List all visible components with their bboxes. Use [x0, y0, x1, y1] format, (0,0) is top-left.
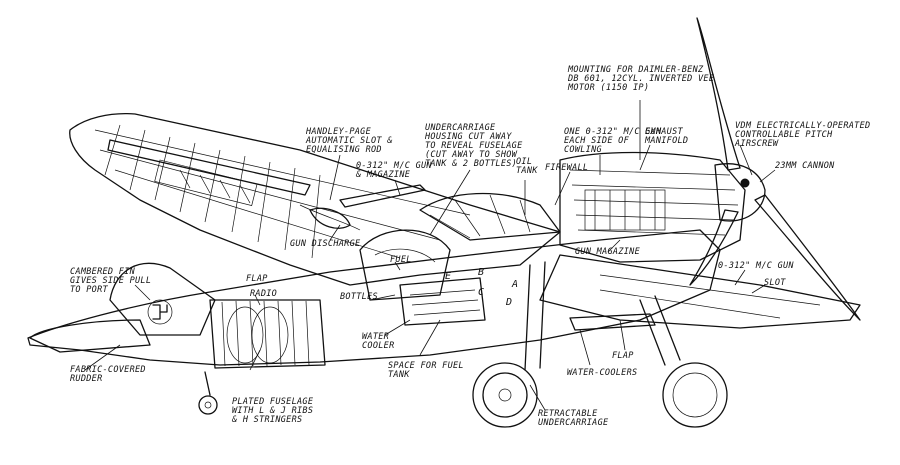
label-gun-magazine: GUN MAGAZINE	[575, 248, 640, 257]
label-water-coolers: WATER-COOLERS	[567, 369, 637, 378]
label-letter-a: A	[512, 279, 519, 290]
label-line: & H STRINGERS	[232, 415, 303, 425]
label-fuselage: PLATED FUSELAGE WITH L & J RIBS & H STRI…	[232, 398, 313, 425]
label-line: GUN DISCHARGE	[290, 239, 361, 249]
main-undercarriage	[472, 261, 728, 428]
label-line: TO PORT	[70, 285, 108, 295]
label-rudder: FABRIC-COVERED RUDDER	[70, 366, 146, 384]
label-line: PLATED FUSELAGE	[232, 397, 314, 407]
label-letter-c: C	[478, 287, 485, 298]
label-cowling-guns: ONE 0-312" M/C GUN EACH SIDE OF COWLING	[564, 128, 662, 155]
label-line: FUEL	[390, 255, 412, 265]
label-radio: RADIO	[250, 290, 277, 299]
label-line: DB 601, 12CYL. INVERTED VEE	[568, 74, 715, 84]
label-line: FABRIC-COVERED	[70, 365, 146, 375]
label-line: WATER-COOLERS	[567, 368, 638, 378]
engine-nose	[559, 151, 766, 263]
label-line: TANK	[516, 166, 538, 176]
label-wing-gun: 0-312" M/C GUN & MAGAZINE	[356, 162, 432, 180]
label-line: RUDDER	[70, 374, 103, 384]
label-letter-b: B	[478, 267, 485, 278]
label-airscrew: VDM ELECTRICALLY-OPERATED CONTROLLABLE P…	[735, 122, 870, 149]
label-line: COOLER	[362, 341, 395, 351]
label-line: VDM ELECTRICALLY-OPERATED	[735, 121, 871, 131]
label-bottles: BOTTLES	[340, 293, 378, 302]
label-line: GIVES SIDE PULL	[70, 276, 152, 286]
label-line: 0-312" M/C GUN	[356, 161, 432, 171]
label-line: BOTTLES	[340, 292, 378, 302]
label-flap-right: FLAP	[612, 352, 634, 361]
label-oil-tank: OIL TANK	[516, 158, 538, 176]
label-slot: SLOT	[764, 279, 786, 288]
label-line: RADIO	[250, 289, 278, 299]
label-line: MOUNTING FOR DAIMLER-BENZ	[568, 65, 704, 75]
label-line: OIL	[516, 157, 533, 167]
label-cannon: 23MM CANNON	[775, 162, 835, 171]
label-line: TO REVEAL FUSELAGE	[425, 141, 523, 151]
label-fuel-tank-space: SPACE FOR FUEL TANK	[388, 362, 464, 380]
label-line: & MAGAZINE	[356, 170, 411, 180]
starboard-wing	[539, 254, 861, 331]
port-wing	[69, 112, 561, 286]
label-undercarriage: RETRACTABLE UNDERCARRIAGE	[538, 410, 608, 428]
label-exhaust: EXHAUST MANIFOLD	[645, 128, 688, 146]
label-line: SPACE FOR FUEL	[388, 361, 464, 371]
tail	[29, 262, 218, 415]
label-line: (CUT AWAY TO SHOW	[425, 150, 518, 160]
label-letter-e: E	[445, 271, 452, 282]
label-water-cooler: WATER COOLER	[362, 333, 395, 351]
label-line: WITH L & J RIBS	[232, 406, 314, 416]
label-line: UNDERCARRIAGE	[425, 123, 496, 133]
label-line: MANIFOLD	[645, 136, 689, 146]
label-line: EACH SIDE OF	[564, 136, 630, 146]
label-line: FIREWALL	[545, 163, 589, 173]
propeller	[689, 17, 861, 321]
label-gun-discharge: GUN DISCHARGE	[290, 240, 360, 249]
label-wing-gun-right: 0-312" M/C GUN	[718, 262, 794, 271]
label-handley-page: HANDLEY-PAGE AUTOMATIC SLOT & EQUALISING…	[306, 128, 393, 155]
label-fuel: FUEL	[390, 256, 412, 265]
fuselage	[27, 192, 721, 369]
leader-lines	[84, 100, 776, 411]
label-line: UNDERCARRIAGE	[538, 418, 609, 428]
label-line: WATER	[362, 332, 390, 342]
label-line: ONE 0-312" M/C GUN	[564, 127, 662, 137]
label-line: FLAP	[246, 274, 268, 284]
label-line: FLAP	[612, 351, 634, 361]
label-line: HANDLEY-PAGE	[306, 127, 372, 137]
label-line: SLOT	[764, 278, 786, 288]
label-line: HOUSING CUT AWAY	[425, 132, 512, 142]
label-line: 0-312" M/C GUN	[718, 261, 794, 271]
label-line: EXHAUST	[645, 127, 683, 137]
label-firewall: FIREWALL	[545, 164, 588, 173]
label-flap-left: FLAP	[246, 275, 268, 284]
label-fin: CAMBERED FIN GIVES SIDE PULL TO PORT	[70, 268, 151, 295]
label-line: EQUALISING ROD	[306, 145, 382, 155]
label-line: AUTOMATIC SLOT &	[306, 136, 393, 146]
label-line: GUN MAGAZINE	[575, 247, 641, 257]
label-letter-d: D	[506, 297, 513, 308]
label-line: TANK & 2 BOTTLES)	[425, 159, 518, 169]
label-line: CAMBERED FIN	[70, 267, 136, 277]
label-line: AIRSCREW	[735, 139, 779, 149]
label-line: 23MM CANNON	[775, 161, 835, 171]
label-line: CONTROLLABLE PITCH	[735, 130, 833, 140]
label-line: COWLING	[564, 145, 602, 155]
label-line: MOTOR (1150 IP)	[568, 83, 650, 93]
label-engine-mount: MOUNTING FOR DAIMLER-BENZ DB 601, 12CYL.…	[568, 66, 714, 93]
label-undercarriage-housing: UNDERCARRIAGE HOUSING CUT AWAY TO REVEAL…	[425, 124, 523, 169]
label-line: TANK	[388, 370, 410, 380]
label-line: RETRACTABLE	[538, 409, 598, 419]
